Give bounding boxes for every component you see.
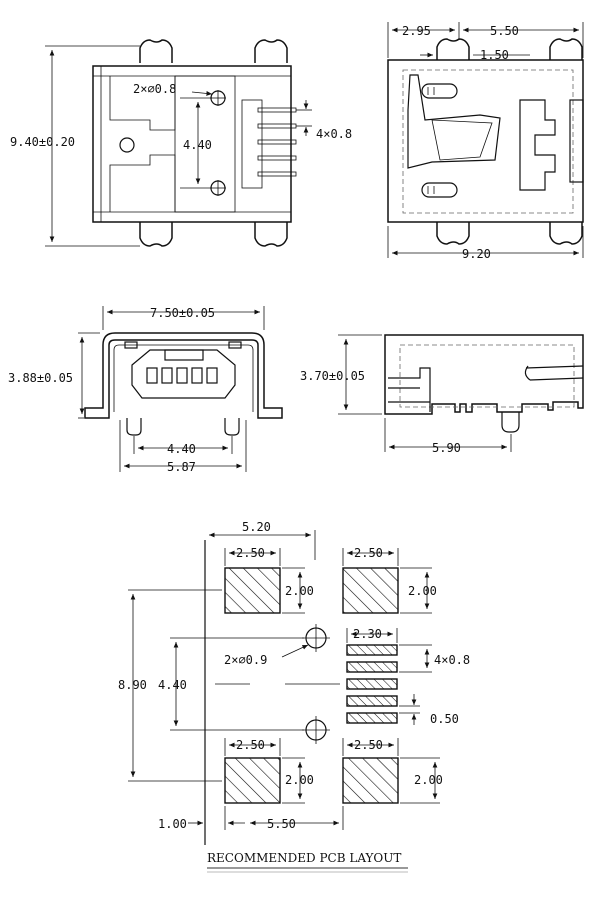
pcb-pad-height-top-right: 2.00 — [408, 584, 437, 598]
side-view-tab — [436, 38, 470, 60]
pcb-signal-pitch: 0.50 — [430, 712, 459, 726]
front-view: 7.50±0.05 3.88±0.05 4.40 5.87 — [8, 306, 283, 474]
pcb-edge-offset: 1.00 — [158, 817, 187, 831]
pcb-pad-width-bottom-right: 2.50 — [354, 738, 383, 752]
pcb-pad-width-bottom-left: 2.50 — [236, 738, 265, 752]
side-view-bottom-peg — [501, 412, 520, 433]
top-view-hole-spacing: 4.40 — [183, 138, 212, 152]
top-view-tab — [139, 222, 173, 247]
top-view: 9.40±0.20 4.40 2×⌀0.8 4×0.8 — [10, 39, 352, 247]
side-view-length-dim: 9.20 — [462, 247, 491, 261]
top-view-pin-callout: 4×0.8 — [316, 127, 352, 141]
front-view-peg-spacing: 4.40 — [167, 442, 196, 456]
side-view-dim-c: 1.50 — [480, 48, 509, 62]
side-view-tab — [549, 222, 583, 245]
pcb-layout-caption: RECOMMENDED PCB LAYOUT — [207, 851, 401, 865]
top-view-hole-callout: 2×⌀0.8 — [133, 82, 176, 96]
pcb-signal-pad-length: 2.30 — [353, 627, 382, 641]
pcb-signal-pads — [346, 644, 398, 724]
front-view-contacts — [146, 367, 218, 384]
top-view-tab — [139, 39, 173, 63]
front-view-shell — [84, 332, 283, 419]
pcb-layout: 5.20 2.50 2.50 2.00 2.00 2.30 4×0.8 — [118, 520, 470, 873]
front-view-height-dim: 3.88±0.05 — [8, 371, 73, 385]
pcb-pad-height-bottom-right: 2.00 — [414, 773, 443, 787]
pcb-pad-top-left — [224, 567, 281, 614]
top-view-width-dim: 9.40±0.20 — [10, 135, 75, 149]
pcb-hole-spacing: 4.40 — [158, 678, 187, 692]
pcb-pad-width-top-left: 2.50 — [236, 546, 265, 560]
pcb-pad-top-right — [342, 567, 399, 614]
top-view-tab — [254, 39, 288, 63]
pcb-pad-row-spacing: 8.90 — [118, 678, 147, 692]
side-view-dim-b: 5.50 — [490, 24, 519, 38]
pcb-pad-column-spacing: 5.50 — [267, 817, 296, 831]
pcb-pad-bottom-right — [342, 757, 399, 804]
pcb-pad-height-top-left: 2.00 — [285, 584, 314, 598]
pcb-hole-callout: 2×⌀0.9 — [224, 653, 267, 667]
front-view-foot-span: 5.87 — [167, 460, 196, 474]
side-view-bottom-depth-dim: 5.90 — [432, 441, 461, 455]
top-view-tab — [254, 222, 288, 247]
side-view-tab — [436, 222, 470, 245]
top-view-center-hole — [119, 137, 135, 153]
pcb-signal-pad-callout: 4×0.8 — [434, 653, 470, 667]
side-view-top: 2.95 5.50 1.50 9.20 — [387, 22, 584, 261]
front-view-peg — [224, 418, 240, 436]
side-view-dim-a: 2.95 — [402, 24, 431, 38]
side-view-bottom: 3.70±0.05 5.90 — [300, 334, 584, 455]
side-view-tab — [549, 38, 583, 60]
side-view-bottom-height-dim: 3.70±0.05 — [300, 369, 365, 383]
pcb-pad-width-top-right: 2.50 — [354, 546, 383, 560]
top-view-pins — [257, 107, 297, 177]
side-view-bottom-body — [384, 334, 584, 415]
front-view-peg — [126, 418, 142, 436]
front-view-width-dim: 7.50±0.05 — [150, 306, 215, 320]
pcb-pad-height-bottom-left: 2.00 — [285, 773, 314, 787]
pcb-overall-width: 5.20 — [242, 520, 271, 534]
pcb-pad-bottom-left — [224, 757, 281, 804]
